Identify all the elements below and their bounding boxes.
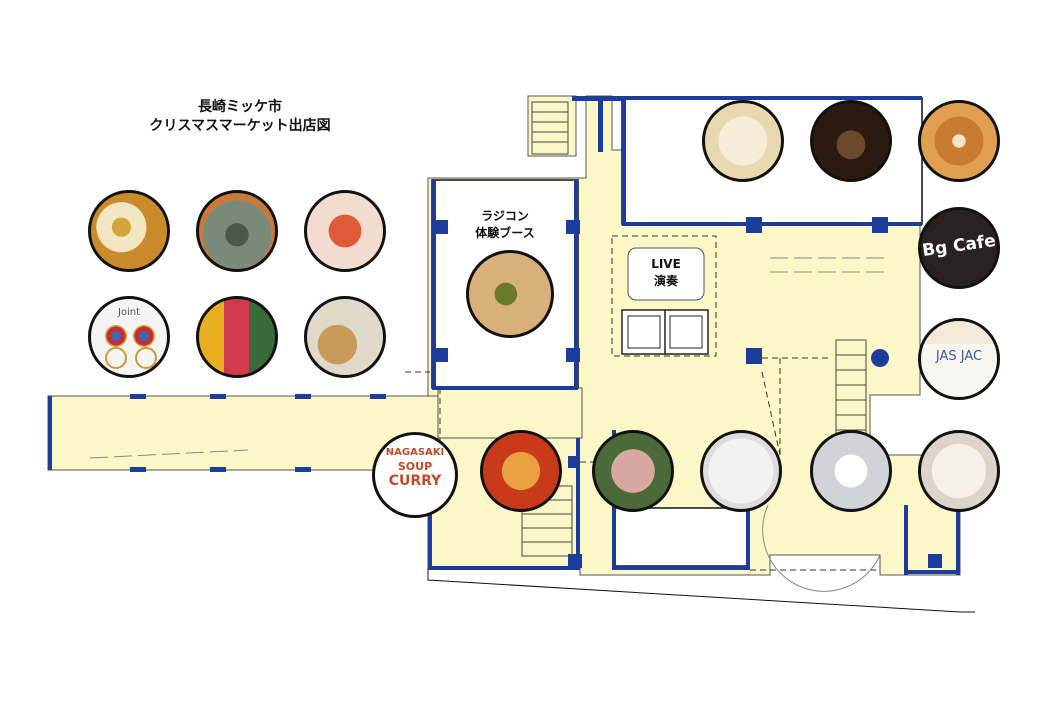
vendor-bagels[interactable] (918, 100, 1000, 182)
floor-marks (89, 257, 890, 592)
vendor-crochet-pouch[interactable] (592, 430, 674, 512)
vendor-knit-pouches[interactable] (196, 296, 278, 378)
live-stage (621, 247, 709, 355)
hoop-icon (105, 347, 127, 369)
map-title-line1: 長崎ミッケ市 (198, 99, 282, 115)
live-area-label-line2: 演奏 (653, 274, 678, 288)
earring-icon (105, 325, 127, 347)
vendor-glass-accessories[interactable] (700, 430, 782, 512)
vendor-bg-cafe[interactable]: Bg Cafe (918, 207, 1000, 289)
vendor-joint-earrings[interactable]: Joint (88, 296, 170, 378)
vendor-noodles[interactable] (480, 430, 562, 512)
live-area-label: LIVE 演奏 (628, 256, 704, 290)
vendor-accessories-gold[interactable] (88, 190, 170, 272)
hoop-icon (135, 347, 157, 369)
map-title: 長崎ミッケ市 クリスマスマーケット出店図 (110, 98, 370, 136)
map-title-line2: クリスマスマーケット出店図 (149, 118, 331, 134)
vendor-premium-curry[interactable] (810, 100, 892, 182)
live-area-label-line1: LIVE (651, 257, 681, 271)
vendor-white-candles[interactable] (810, 430, 892, 512)
rc-booth-label-line2: 体験ブース (475, 226, 535, 240)
jas-jac-sign: JAS JAC (935, 349, 983, 364)
rc-booth-label: ラジコン 体験ブース (455, 208, 555, 242)
dashed-guides (405, 235, 880, 571)
vendor-bottled-sweets[interactable] (702, 100, 784, 182)
vendor-mixed-crafts[interactable] (196, 190, 278, 272)
earring-icon (133, 325, 155, 347)
rc-car-photo[interactable] (466, 250, 554, 338)
vendor-joint-sign: Joint (117, 307, 141, 318)
vendor-shell-chimes[interactable] (918, 430, 1000, 512)
rc-booth-label-line1: ラジコン (481, 209, 529, 223)
vendor-nagasaki-soup-curry[interactable]: NAGASAKI SOUP CURRY (372, 432, 458, 518)
curry-sign-line1: NAGASAKI (385, 447, 445, 458)
curry-sign-line2: SOUP (397, 460, 433, 473)
bg-cafe-sign: Bg Cafe (920, 230, 997, 262)
curry-sign-line3: CURRY (388, 473, 442, 489)
vendor-leather-goods[interactable] (304, 296, 386, 378)
vendor-jas-jac[interactable]: JAS JAC (918, 318, 1000, 400)
vendor-red-flowers[interactable] (304, 190, 386, 272)
